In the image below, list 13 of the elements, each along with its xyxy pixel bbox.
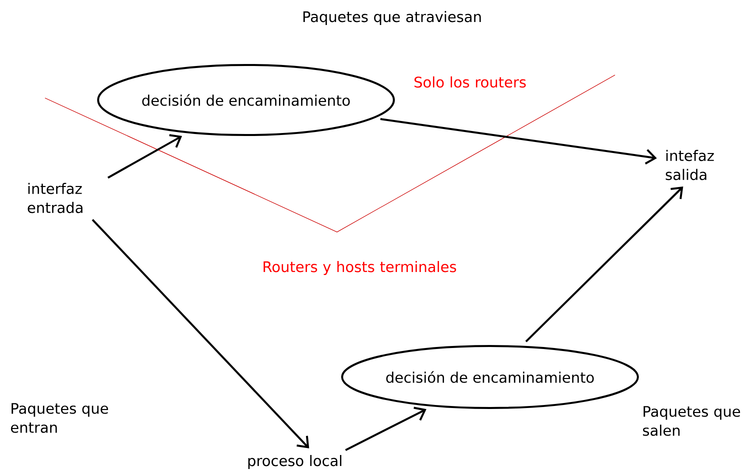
note-text: Paquetes que entran bbox=[11, 403, 108, 433]
note-text: Routers y hosts terminales bbox=[264, 260, 456, 276]
note-text: Paquetes que salen bbox=[643, 406, 740, 436]
arrow bbox=[345, 406, 426, 451]
interface-label: interfaz entrada bbox=[28, 182, 82, 214]
arrow bbox=[380, 118, 657, 165]
interface-label: intefaz salida bbox=[666, 150, 714, 180]
arrow bbox=[107, 134, 182, 179]
note-text: Paquetes que atraviesan bbox=[303, 10, 481, 25]
interface-label: proceso local bbox=[248, 454, 342, 470]
note-text: Solo los routers bbox=[414, 76, 526, 88]
arrow bbox=[92, 218, 310, 448]
arrow bbox=[525, 186, 684, 342]
